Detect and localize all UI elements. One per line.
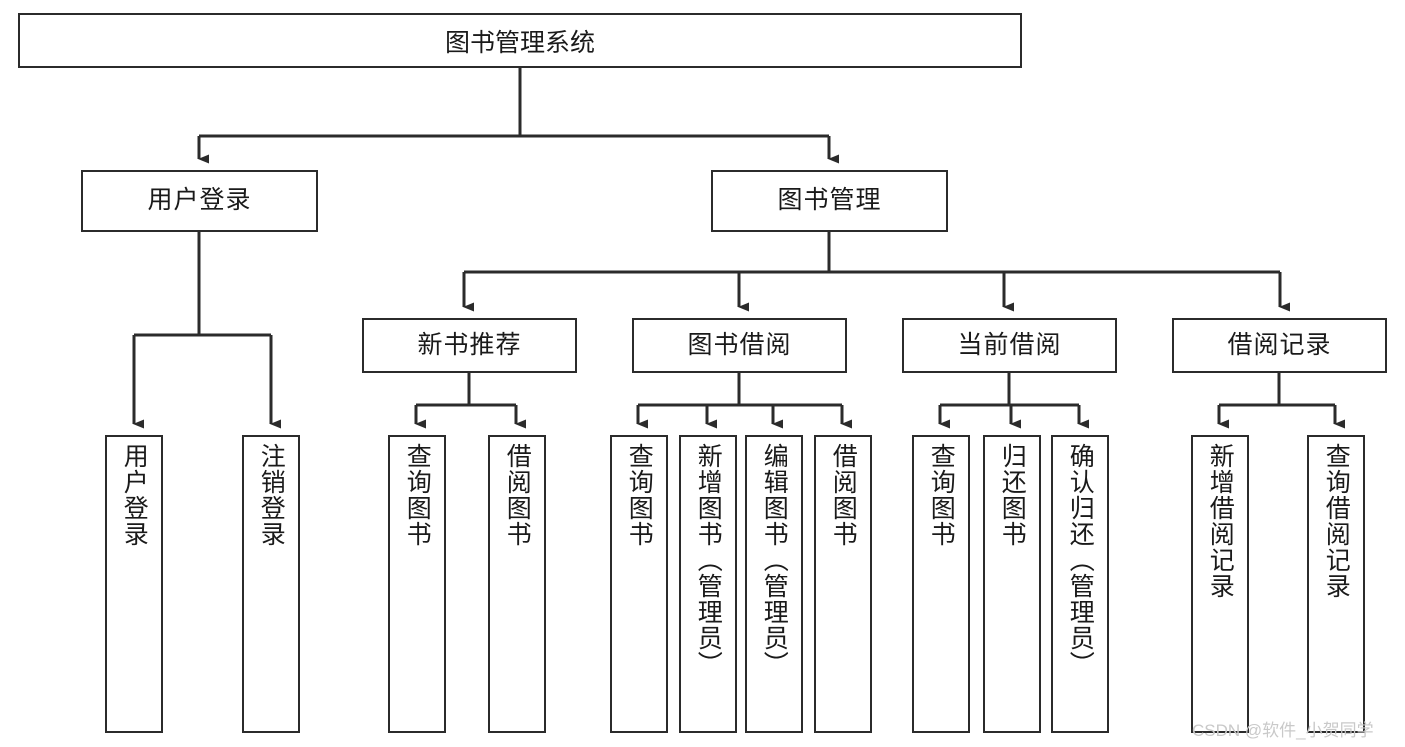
node-leaf-add-book-admin-label: 新增图书（管理员） — [694, 443, 723, 677]
node-level3-book-borrow[interactable]: 图书借阅 — [632, 318, 847, 373]
node-leaf-user-login-label: 用户登录 — [120, 443, 149, 547]
node-leaf-edit-book-admin[interactable]: 编辑图书（管理员） — [745, 435, 803, 733]
node-level2-user-login[interactable]: 用户登录 — [81, 170, 318, 232]
node-leaf-query-book-current[interactable]: 查询图书 — [912, 435, 970, 733]
node-leaf-add-book-admin[interactable]: 新增图书（管理员） — [679, 435, 737, 733]
node-leaf-query-book-recommend[interactable]: 查询图书 — [388, 435, 446, 733]
node-leaf-query-book-current-label: 查询图书 — [927, 443, 956, 547]
node-leaf-confirm-return-admin-label: 确认归还（管理员） — [1066, 443, 1095, 677]
node-level3-new-book-recommend[interactable]: 新书推荐 — [362, 318, 577, 373]
node-leaf-add-borrow-record-label: 新增借阅记录 — [1206, 443, 1235, 599]
node-leaf-query-book-borrow[interactable]: 查询图书 — [610, 435, 668, 733]
node-leaf-borrow-book-label: 借阅图书 — [829, 443, 858, 547]
node-leaf-query-borrow-record-label: 查询借阅记录 — [1322, 443, 1351, 599]
node-level3-borrow-records[interactable]: 借阅记录 — [1172, 318, 1387, 373]
node-leaf-borrow-book-recommend-label: 借阅图书 — [503, 443, 532, 547]
node-leaf-logout[interactable]: 注销登录 — [242, 435, 300, 733]
node-level3-new-book-recommend-label: 新书推荐 — [417, 330, 522, 359]
node-root-label: 图书管理系统 — [444, 28, 595, 57]
node-leaf-query-book-borrow-label: 查询图书 — [625, 443, 654, 547]
node-leaf-confirm-return-admin[interactable]: 确认归还（管理员） — [1051, 435, 1109, 733]
node-level2-book-management-label: 图书管理 — [777, 186, 882, 215]
node-level2-book-management[interactable]: 图书管理 — [711, 170, 948, 232]
node-leaf-user-login[interactable]: 用户登录 — [105, 435, 163, 733]
node-leaf-add-borrow-record[interactable]: 新增借阅记录 — [1191, 435, 1249, 733]
node-level3-current-borrow[interactable]: 当前借阅 — [902, 318, 1117, 373]
node-root[interactable]: 图书管理系统 — [18, 13, 1022, 68]
node-leaf-borrow-book-recommend[interactable]: 借阅图书 — [488, 435, 546, 733]
node-level3-book-borrow-label: 图书借阅 — [687, 330, 792, 359]
watermark: CSDN @软件_小贺同学 — [1192, 721, 1374, 740]
node-leaf-query-borrow-record[interactable]: 查询借阅记录 — [1307, 435, 1365, 733]
node-leaf-edit-book-admin-label: 编辑图书（管理员） — [760, 443, 789, 677]
node-leaf-return-book[interactable]: 归还图书 — [983, 435, 1041, 733]
node-leaf-return-book-label: 归还图书 — [998, 443, 1027, 547]
node-level3-borrow-records-label: 借阅记录 — [1227, 330, 1332, 359]
node-leaf-query-book-recommend-label: 查询图书 — [403, 443, 432, 547]
node-level3-current-borrow-label: 当前借阅 — [957, 330, 1062, 359]
node-leaf-borrow-book[interactable]: 借阅图书 — [814, 435, 872, 733]
node-level2-user-login-label: 用户登录 — [147, 186, 252, 215]
node-leaf-logout-label: 注销登录 — [257, 443, 286, 547]
